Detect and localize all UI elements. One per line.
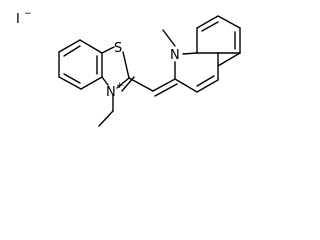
- sulfur-label: S: [114, 41, 122, 56]
- nitrogen-positive-charge: +: [116, 81, 124, 91]
- benzothiazole-nitrogen-label: N: [106, 85, 116, 100]
- iodide-charge: −: [24, 9, 32, 19]
- molecule-structure: I −: [16, 9, 241, 127]
- methyl-group: [162, 29, 176, 47]
- quinoline-pyridine-ring: [174, 52, 219, 93]
- quinoline-benzene-ring: [196, 15, 241, 67]
- benzothiazole-benzene-ring: [58, 39, 103, 90]
- methine-bridge: [128, 77, 178, 97]
- thiazole-ring: [101, 46, 135, 92]
- iodide-symbol: I: [16, 12, 20, 27]
- quinoline-nitrogen-label: N: [170, 48, 180, 63]
- ethyl-group: [98, 95, 114, 127]
